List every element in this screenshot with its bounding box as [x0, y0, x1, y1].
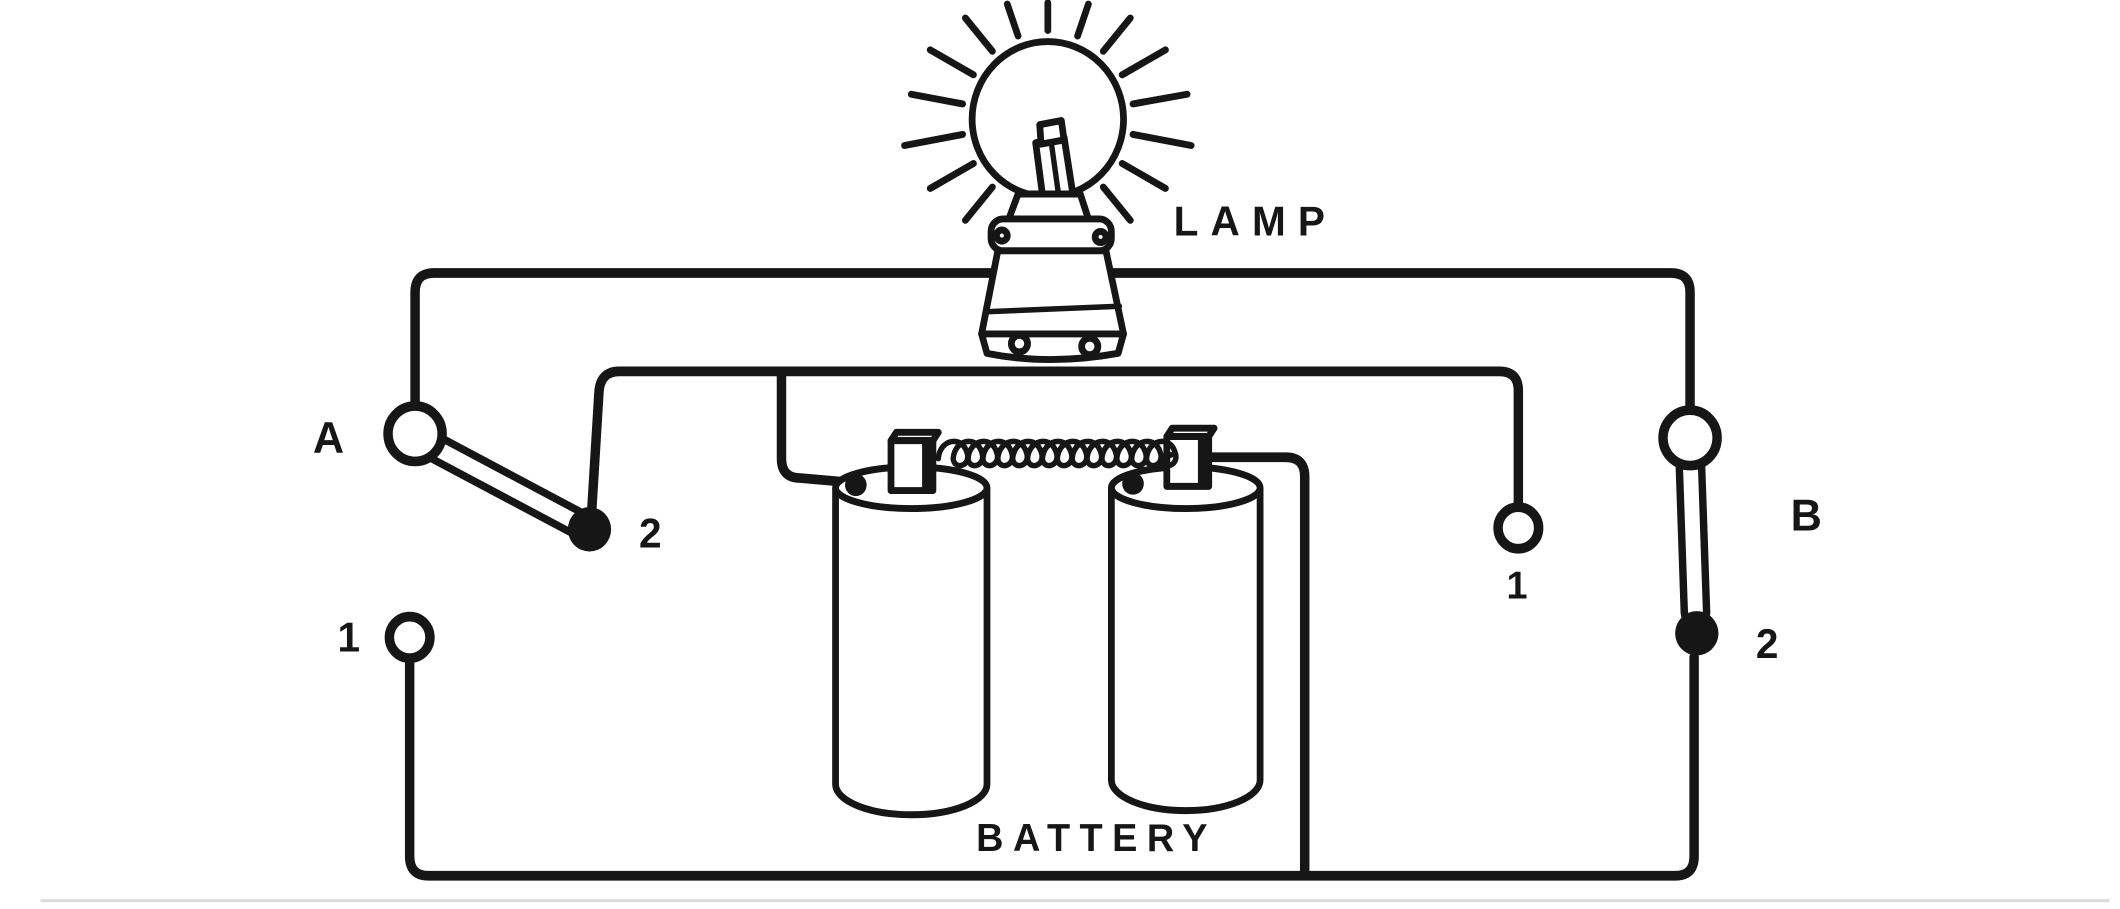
wires — [404, 268, 1699, 881]
lamp-stem-tip — [1036, 117, 1068, 148]
lamp-ray — [961, 183, 996, 224]
cell-right-post-shade — [1197, 436, 1209, 487]
battery-terminal-dot-right — [1122, 472, 1144, 495]
lamp — [901, 0, 1195, 364]
switch-a-contact-1-label: 1 — [338, 614, 361, 661]
switch-b-label: B — [1791, 491, 1822, 541]
wire-bottom-run — [404, 651, 1699, 881]
socket-screw-left — [993, 226, 1011, 245]
switch-b-contact-2-dot — [1675, 611, 1719, 656]
lamp-label: LAMP — [1174, 198, 1338, 245]
lamp-ray — [926, 46, 977, 79]
lamp-ray — [1118, 46, 1169, 79]
cell-left-body — [832, 487, 991, 819]
battery-label: BATTERY — [976, 816, 1217, 860]
switch-a-contact-1-post — [384, 611, 435, 664]
switch-b — [1493, 405, 1722, 656]
switch-b-contact-2-label: 2 — [1756, 621, 1779, 668]
switch-b-contact-1-label: 1 — [1506, 564, 1527, 608]
switch-a-blade-fill — [425, 438, 584, 531]
lamp-ray — [1099, 14, 1134, 55]
socket-screw-right — [1091, 227, 1110, 246]
battery-cell-right — [1107, 424, 1264, 815]
lamp-rays-icon — [901, 0, 1195, 224]
lamp-socket — [978, 190, 1127, 364]
socket-midline — [982, 303, 1123, 315]
lamp-ray — [1129, 90, 1191, 108]
switch-a-contact-2-label: 2 — [639, 510, 662, 557]
lamp-ray — [1118, 160, 1169, 192]
socket-knob-left — [1007, 331, 1031, 356]
lamp-ray — [926, 160, 977, 192]
lamp-ray — [1003, 0, 1022, 40]
labels: LAMP BATTERY A 2 1 B 2 1 — [313, 198, 1822, 860]
switch-b-pivot — [1658, 405, 1722, 471]
lamp-filament-line — [1049, 144, 1062, 199]
wire-battery-tap — [776, 370, 853, 488]
lamp-ray — [901, 130, 967, 149]
battery-cell-left — [832, 428, 991, 819]
battery — [832, 424, 1264, 819]
battery-terminal-dot-left — [845, 473, 867, 497]
wire-battery-return — [1205, 452, 1310, 876]
switch-b-blade-fill — [1682, 446, 1703, 621]
cell-right-body — [1107, 487, 1264, 815]
socket-base — [978, 330, 1127, 364]
lamp-ray — [907, 90, 967, 108]
lamp-ray — [1074, 0, 1092, 40]
battery-series-coil — [935, 438, 1179, 469]
lamp-ray — [1129, 130, 1195, 149]
socket-body — [978, 247, 1127, 338]
switch-a-pivot — [383, 401, 447, 467]
switch-a-label: A — [313, 414, 344, 464]
wire-inner-loop — [586, 366, 1524, 531]
lamp-ray — [961, 14, 996, 55]
switch-a — [383, 401, 612, 664]
switch-a-contact-2-dot — [567, 507, 612, 552]
lamp-ray — [1099, 183, 1134, 224]
socket-knob-right — [1078, 334, 1102, 359]
switch-b-contact-1-post — [1493, 502, 1544, 554]
cell-left-post-shade — [922, 440, 933, 491]
